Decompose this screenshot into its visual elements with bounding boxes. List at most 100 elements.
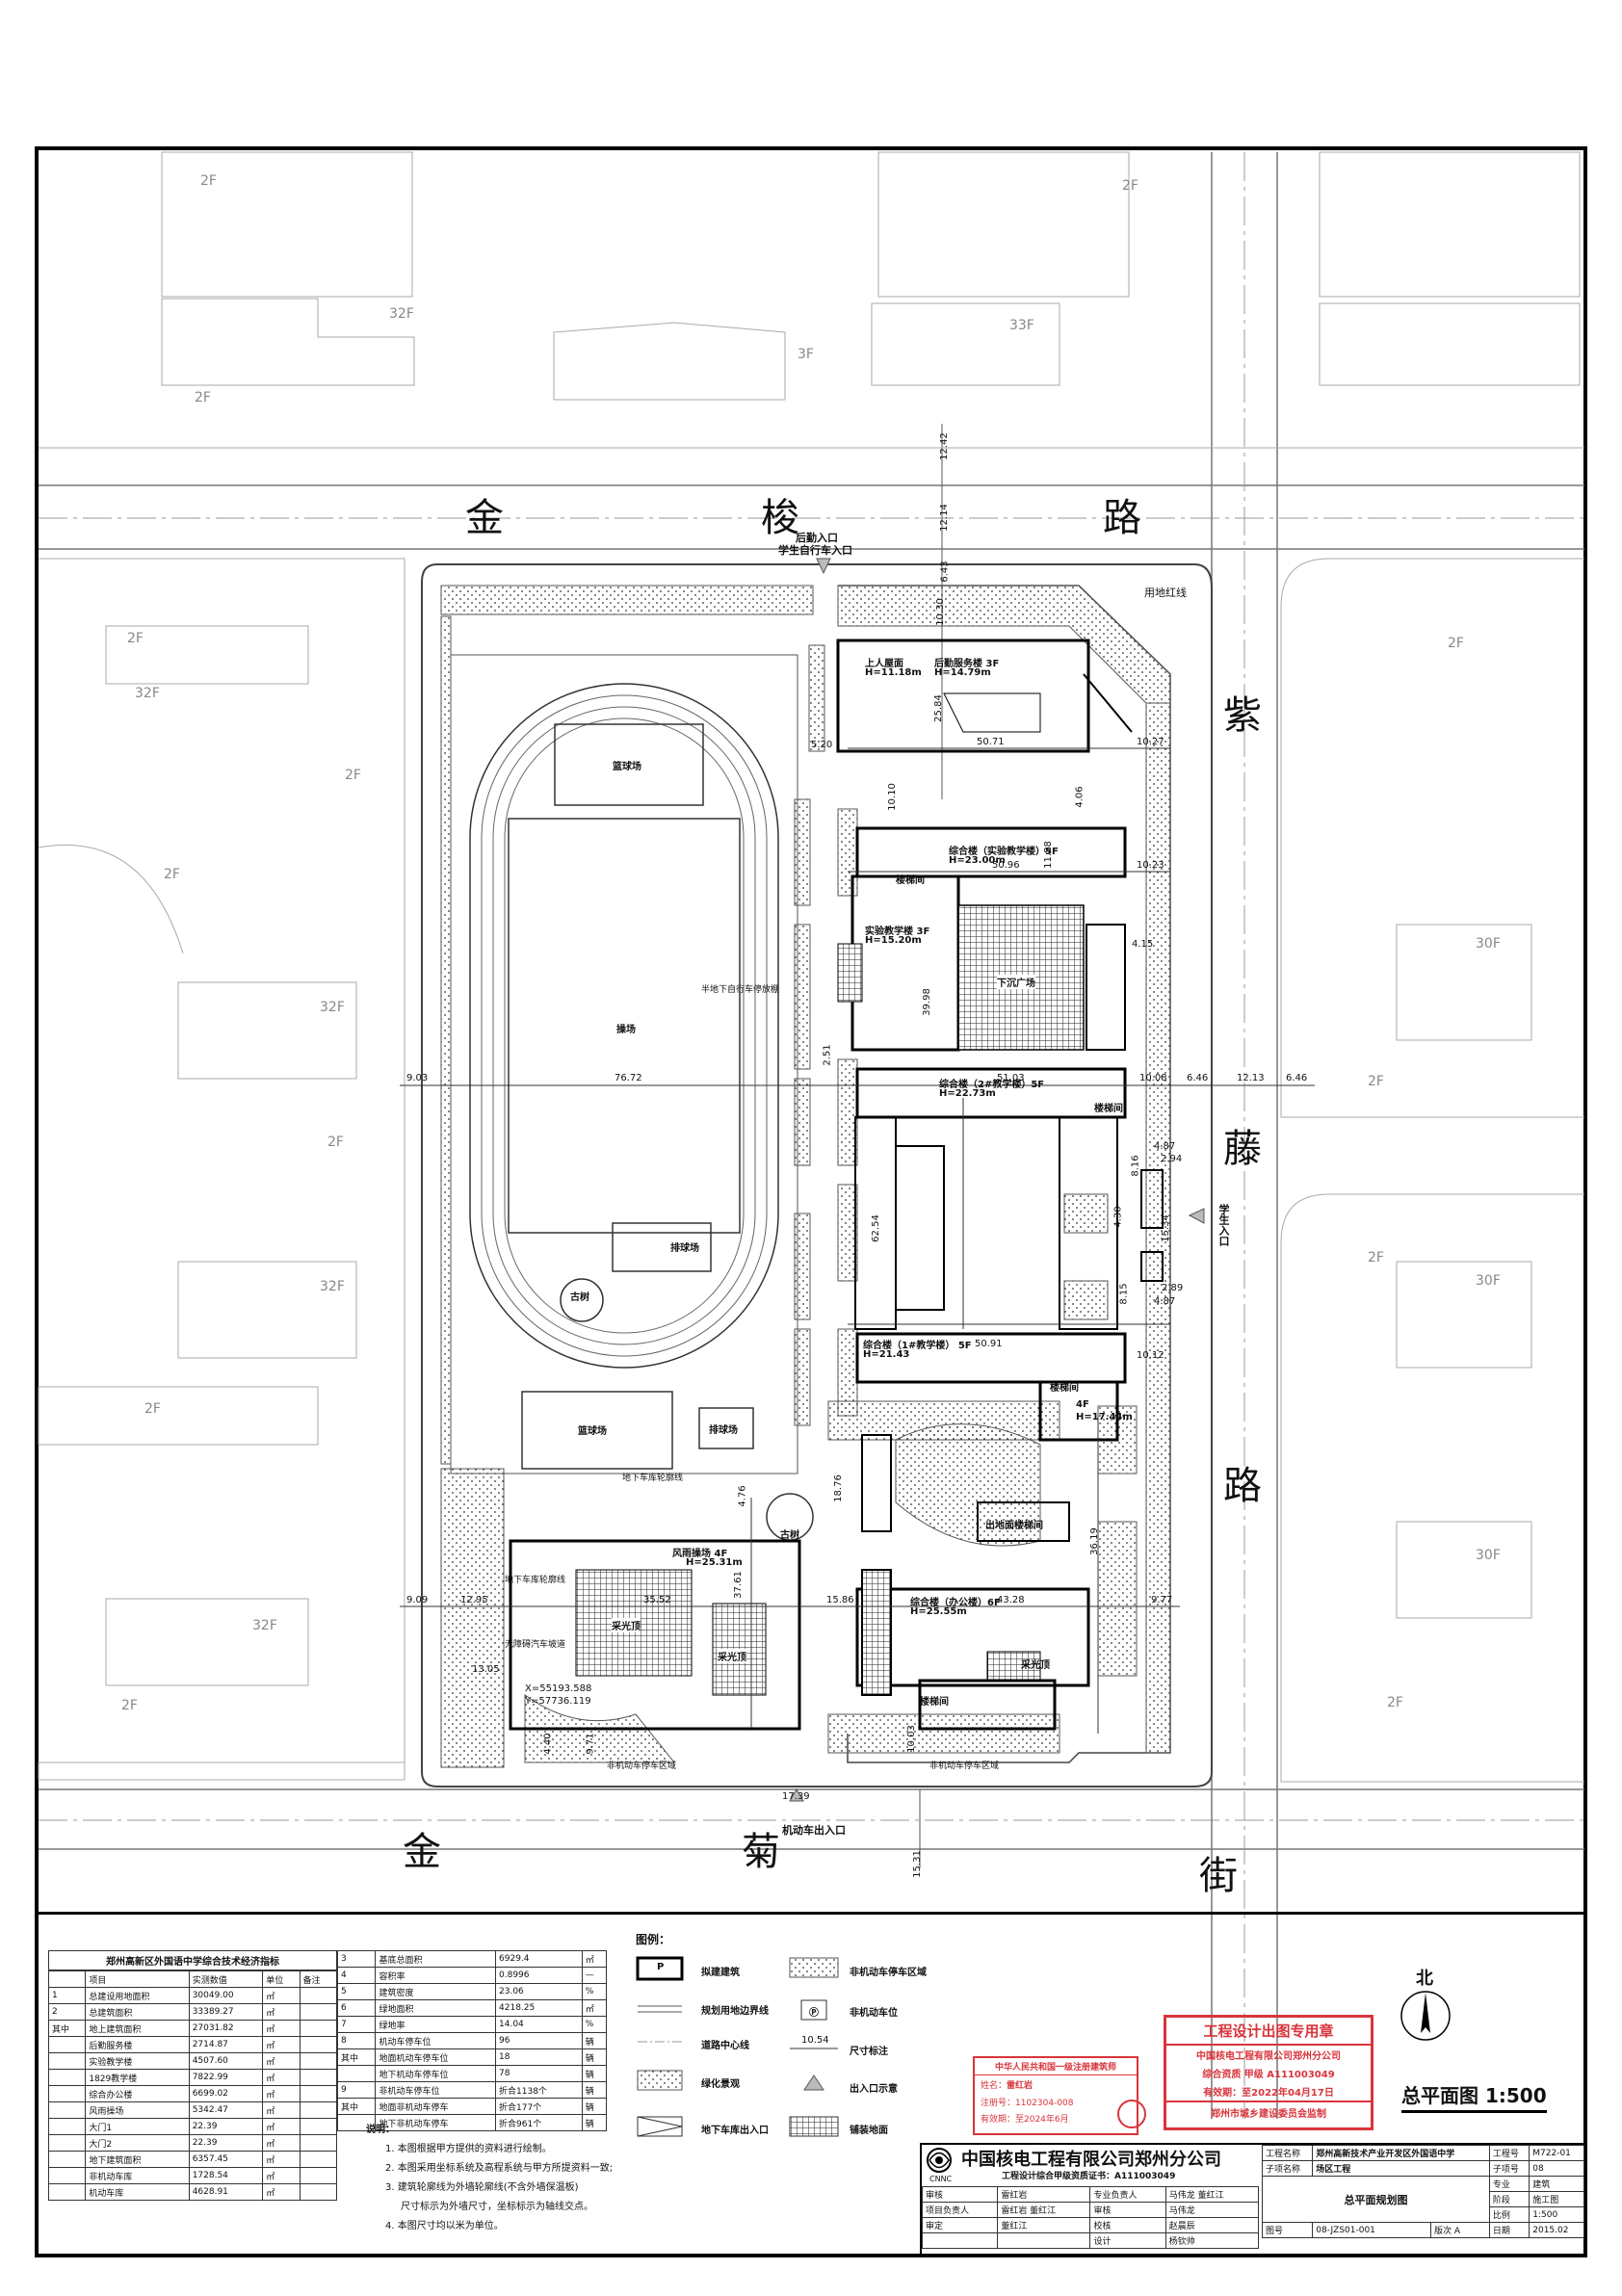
floor-label: 2F xyxy=(200,173,217,189)
dim: 62.54 xyxy=(870,1214,881,1242)
dim: 10.23 xyxy=(1137,860,1164,871)
dim: 50.71 xyxy=(977,737,1005,747)
road-south-char-2: 菊 xyxy=(742,1830,780,1874)
volleyball-court-2: 排球场 xyxy=(709,1425,738,1436)
dim: 9.03 xyxy=(406,1073,429,1083)
dim: 4.87 xyxy=(1154,1296,1176,1307)
tb-label: 工程号 xyxy=(1488,2145,1530,2161)
legend-item: 地下车库出入口 xyxy=(701,2126,769,2136)
sunken-plaza: 下沉广场 xyxy=(997,975,1035,989)
logistics-roof: 上人屋面 xyxy=(865,659,903,669)
dim: 10.03 xyxy=(905,1725,917,1753)
legend-item: 尺寸标注 xyxy=(850,2047,888,2057)
table-row: 地下非机动车停车折合961个辆 xyxy=(336,2114,608,2131)
notes-title: 说明： xyxy=(366,2125,395,2135)
seal-circle-icon xyxy=(1117,2100,1146,2128)
floor-label: 2F xyxy=(121,1698,138,1713)
garage-line-note-2: 地下车库轮廓线 xyxy=(505,1576,566,1585)
dim: 15.86 xyxy=(826,1595,854,1605)
floor-label: 30F xyxy=(1476,1548,1501,1563)
floor-label: 33F xyxy=(1009,318,1034,333)
dim: 11.88 xyxy=(1042,841,1054,869)
architect-name-label: 姓名： xyxy=(981,2081,1007,2091)
dim: 15.31 xyxy=(911,1850,923,1878)
dim: 4.87 xyxy=(1154,1141,1176,1152)
entrance-vehicle: 机动车出入口 xyxy=(782,1824,846,1837)
road-east-char-2: 藤 xyxy=(1223,1127,1262,1171)
tb-label: 图号 xyxy=(1261,2222,1314,2238)
teach2-height: H=22.73m xyxy=(939,1088,996,1099)
teach1-height: H=21.43 xyxy=(863,1349,910,1360)
scale-title: 总平面图 1:500 xyxy=(1401,2080,1547,2113)
legend-symbols xyxy=(636,1956,839,2137)
garage-line-note-1: 地下车库轮廓线 xyxy=(622,1474,684,1483)
stats-title: 郑州高新区外国语中学综合技术经济指标 xyxy=(48,1950,337,1970)
skylight-2: 采光顶 xyxy=(718,1649,746,1663)
rain-hall-height: H=25.31m xyxy=(686,1557,743,1568)
logistics-height: H=14.79m xyxy=(934,667,991,678)
dim: 10.27 xyxy=(1137,737,1164,747)
architect-name: 雷红岩 xyxy=(1007,2081,1033,2091)
skylight-1: 采光顶 xyxy=(612,1618,641,1632)
coord-y: Y=57736.119 xyxy=(525,1696,591,1707)
road-south-char-3: 街 xyxy=(1199,1854,1238,1898)
entrance-logistics: 后勤入口 xyxy=(796,532,838,544)
logistics-name: 后勤服务楼 3F xyxy=(934,659,1000,669)
dim: 4.15 xyxy=(1132,939,1154,950)
dim: 12.13 xyxy=(1237,1073,1265,1083)
dim: 10.12 xyxy=(1137,1350,1164,1361)
dim: 6.43 xyxy=(939,561,951,583)
dim: 10.30 xyxy=(934,598,946,626)
dim: 25.84 xyxy=(932,694,944,722)
tb-label: 阶段 xyxy=(1488,2191,1530,2207)
ramp-note: 无障碍汽车坡道 xyxy=(505,1640,566,1650)
teach2-name: 综合楼（2#教学楼）5F xyxy=(939,1080,1045,1090)
road-north-char-3: 路 xyxy=(1103,496,1141,540)
teach1-stair: 楼梯间 xyxy=(1050,1383,1079,1394)
dim: 50.96 xyxy=(992,860,1020,871)
design-stamp: 工程设计出图专用章 中国核电工程有限公司郑州分公司 综合资质 甲级 A11100… xyxy=(1164,2015,1373,2130)
design-stamp-line: 综合资质 甲级 A111003049 xyxy=(1202,2070,1335,2080)
legend-item: 绿化景观 xyxy=(701,2079,740,2090)
legend-item: 道路中心线 xyxy=(701,2041,749,2051)
dim: 50.91 xyxy=(975,1339,1003,1349)
tb-sub-no: 08 xyxy=(1529,2160,1584,2177)
dim: 18.76 xyxy=(832,1474,844,1502)
floor-label: 32F xyxy=(252,1618,277,1633)
logistics-roof-height: H=11.18m xyxy=(865,667,922,678)
tb-date: 2015.02 xyxy=(1529,2222,1584,2238)
dim: 9.09 xyxy=(406,1595,429,1605)
dim: 9.71 xyxy=(585,1733,596,1755)
road-east-char-3: 路 xyxy=(1223,1464,1262,1508)
lab-3f-name: 实验教学楼 3F xyxy=(865,926,930,937)
tb-sub: 场区工程 xyxy=(1312,2160,1490,2177)
parking-note-2: 非机动车停车区域 xyxy=(929,1761,1000,1771)
legend-icon-parking: Ⓟ xyxy=(809,2008,819,2019)
dim: 36.19 xyxy=(1088,1527,1100,1555)
dim: 8.15 xyxy=(1118,1283,1130,1305)
teach2-stair: 楼梯间 xyxy=(1094,1104,1123,1114)
title-block-signatures: 审核雷红岩专业负责人马伟龙 董红江 项目负责人雷红岩 董红江审核马伟龙 审定董红… xyxy=(921,2186,1260,2249)
lab-complex-stair: 楼梯间 xyxy=(896,875,925,886)
entrance-student: 学生入口 xyxy=(1217,1204,1230,1246)
note-item: 1. 本图根据甲方提供的资料进行绘制。 xyxy=(385,2144,552,2154)
architect-valid: 有效期：至2024年6月 xyxy=(981,2115,1069,2125)
bottom-panel-divider xyxy=(39,1912,1584,1915)
outdoor-stair: 出地面楼梯间 xyxy=(985,1521,1043,1531)
office-name: 综合楼（办公楼）6F xyxy=(910,1598,1001,1608)
north-label: 北 xyxy=(1416,1969,1433,1989)
architect-stamp-title: 中华人民共和国一级注册建筑师 xyxy=(975,2058,1137,2075)
